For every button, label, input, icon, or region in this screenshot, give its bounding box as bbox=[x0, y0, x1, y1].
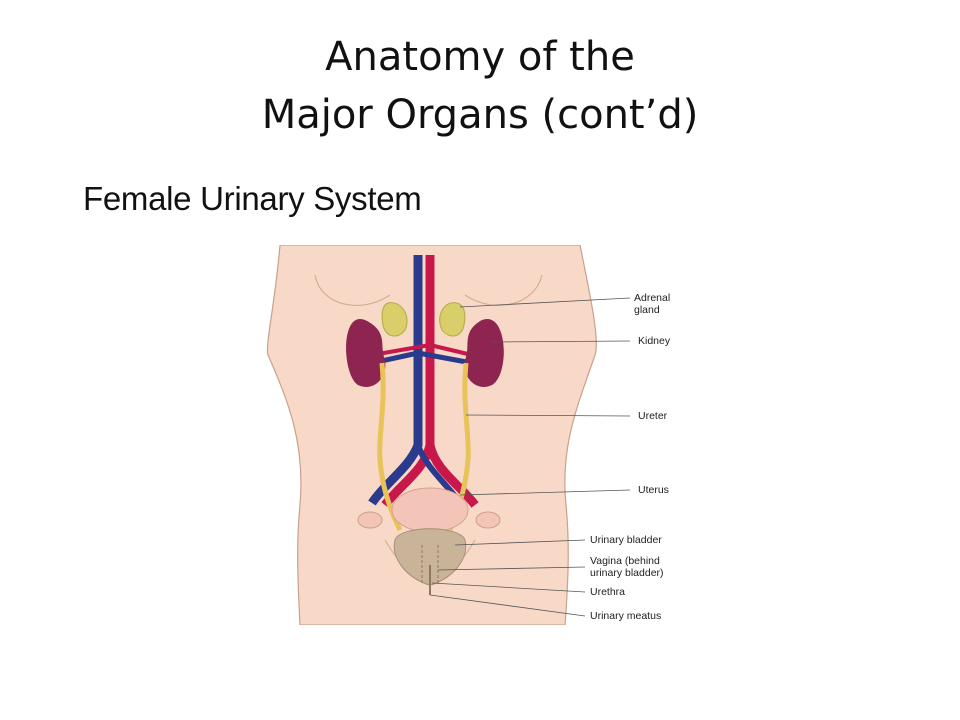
renal-artery-right bbox=[429, 343, 473, 357]
slide-title: Anatomy of the Major Organs (cont’d) bbox=[0, 28, 960, 144]
ovary-left bbox=[357, 511, 383, 529]
leader-lines bbox=[429, 297, 631, 617]
breast-left-contour bbox=[314, 274, 391, 306]
kidney-left bbox=[346, 318, 386, 387]
label-urinary-bladder: Urinary bladder bbox=[590, 534, 662, 546]
label-ureter: Ureter bbox=[638, 410, 668, 422]
label-urinary-meatus: Urinary meatus bbox=[590, 610, 662, 622]
label-urethra: Urethra bbox=[590, 586, 626, 598]
label-vagina: Vagina (behind urinary bladder) bbox=[590, 555, 664, 579]
kidney-right bbox=[464, 318, 504, 387]
label-uterus: Uterus bbox=[638, 484, 669, 496]
vagina bbox=[421, 545, 439, 585]
breast-right-contour bbox=[464, 274, 543, 306]
adrenal-right bbox=[439, 302, 466, 337]
uterus bbox=[391, 487, 469, 533]
label-adrenal-gland: Adrenal gland bbox=[634, 292, 671, 316]
ovary-right bbox=[475, 511, 501, 529]
ureter-left bbox=[377, 362, 403, 532]
slide-subtitle: Female Urinary System bbox=[83, 180, 422, 217]
label-kidney: Kidney bbox=[638, 335, 671, 347]
title-line-2: Major Organs (cont’d) bbox=[261, 92, 699, 138]
aorta-right-branch bbox=[425, 443, 479, 508]
anatomy-illustration bbox=[266, 245, 631, 625]
renal-vein-right bbox=[417, 350, 473, 366]
urinary-system-diagram: Adrenal gland Kidney Ureter Uterus Urina… bbox=[260, 245, 700, 625]
urinary-bladder bbox=[393, 528, 467, 586]
title-line-1: Anatomy of the bbox=[325, 34, 635, 80]
adrenal-left bbox=[381, 302, 408, 337]
